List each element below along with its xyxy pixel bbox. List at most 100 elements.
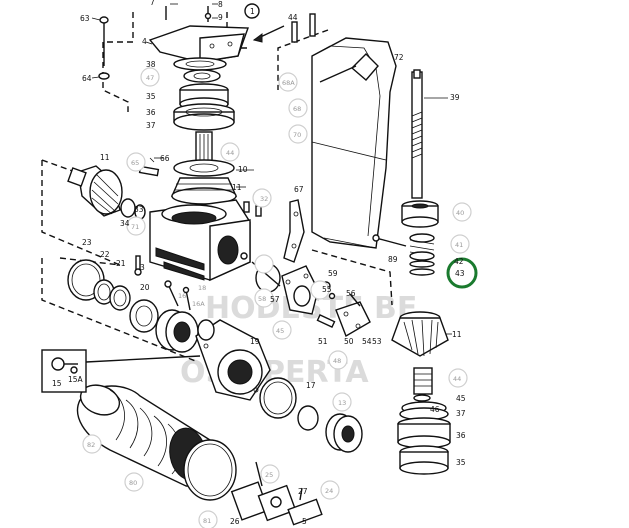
label-68: 68 bbox=[293, 105, 301, 113]
part-bearing-35-36-37 bbox=[173, 83, 235, 131]
label-9: 9 bbox=[218, 13, 223, 22]
part-gear-housing bbox=[149, 199, 251, 282]
part-bevel-gear-left bbox=[67, 157, 164, 220]
label-40: 40 bbox=[456, 209, 464, 217]
label-71: 71 bbox=[131, 223, 139, 231]
part-bell-housing-19 bbox=[195, 319, 271, 401]
label-37-b: 37 bbox=[456, 409, 466, 418]
part-clamp-80 bbox=[183, 439, 237, 501]
part-bearing-17-13 bbox=[297, 405, 363, 453]
label-10: 10 bbox=[238, 165, 248, 174]
label-44-mid: 44 bbox=[226, 149, 234, 157]
label-25: 25 bbox=[265, 471, 273, 479]
label-80: 80 bbox=[129, 479, 137, 487]
label-41: 41 bbox=[455, 241, 463, 249]
label-3: 3 bbox=[140, 263, 145, 272]
part-screws-32-3 bbox=[134, 201, 262, 276]
label-13: 13 bbox=[338, 399, 346, 407]
part-cover-4 bbox=[145, 25, 249, 63]
label-47: 47 bbox=[146, 74, 154, 82]
label-39: 39 bbox=[450, 93, 460, 102]
part-vertical-shaft-39 bbox=[411, 69, 448, 199]
part-rings-19b bbox=[259, 377, 297, 419]
label-33: 33 bbox=[134, 205, 144, 214]
part-washers-38-47 bbox=[173, 57, 227, 83]
part-ring-21 bbox=[109, 285, 131, 311]
label-48: 48 bbox=[333, 357, 341, 365]
part-labels: 63 7 8 9 1 4 44 38 64 47 35 36 37 44 10 … bbox=[52, 0, 466, 526]
label-8: 8 bbox=[218, 0, 223, 9]
part-15-inset bbox=[41, 349, 201, 393]
highlight-circle-43[interactable] bbox=[446, 257, 478, 289]
label-64: 64 bbox=[82, 74, 92, 83]
label-20: 20 bbox=[140, 283, 150, 292]
label-43: 43 bbox=[455, 269, 465, 278]
part-bolts-7-8-9 bbox=[165, 3, 218, 22]
part-u-joint bbox=[230, 461, 323, 526]
label-11-a: 11 bbox=[232, 183, 242, 192]
label-68A: 68A bbox=[282, 79, 295, 87]
label-46: 46 bbox=[430, 405, 440, 414]
label-26: 26 bbox=[230, 517, 240, 526]
label-58: 58 bbox=[258, 295, 266, 303]
part-pinion-shaft-assembly bbox=[170, 131, 254, 205]
label-65: 65 bbox=[131, 159, 139, 167]
label-4: 4 bbox=[142, 37, 147, 46]
label-15A: 15A bbox=[68, 375, 84, 384]
label-27: 27 bbox=[298, 487, 308, 496]
label-11-b: 11 bbox=[100, 153, 110, 162]
label-21: 21 bbox=[116, 259, 126, 268]
label-44-top: 44 bbox=[288, 13, 298, 22]
part-bevel-gear-right bbox=[391, 311, 452, 357]
label-16: 16 bbox=[178, 292, 186, 300]
label-38: 38 bbox=[146, 60, 156, 69]
part-spring-41 bbox=[409, 233, 435, 261]
label-42: 42 bbox=[454, 257, 464, 266]
part-plate-48 bbox=[316, 293, 371, 338]
label-17: 17 bbox=[306, 381, 316, 390]
label-55: 55 bbox=[322, 285, 332, 294]
label-51: 51 bbox=[318, 337, 328, 346]
label-36: 36 bbox=[146, 108, 156, 117]
label-16A: 16A bbox=[192, 300, 205, 308]
label-82: 82 bbox=[87, 441, 95, 449]
label-70: 70 bbox=[293, 131, 301, 139]
label-5: 5 bbox=[302, 517, 307, 526]
part-pins-16-18 bbox=[164, 280, 191, 311]
label-7: 7 bbox=[150, 0, 155, 7]
label-59: 59 bbox=[328, 269, 338, 278]
label-23: 23 bbox=[82, 238, 92, 247]
label-81: 81 bbox=[203, 517, 211, 525]
label-24: 24 bbox=[325, 487, 333, 495]
callout-1 bbox=[244, 3, 285, 43]
part-rings-42-43 bbox=[409, 260, 435, 276]
part-bearing-40 bbox=[401, 200, 439, 228]
label-53: 53 bbox=[372, 337, 382, 346]
label-1: 1 bbox=[250, 7, 255, 16]
label-45-b: 45 bbox=[456, 394, 466, 403]
label-54: 54 bbox=[362, 337, 372, 346]
label-89: 89 bbox=[388, 255, 398, 264]
part-cover-70 bbox=[311, 37, 407, 249]
part-bearing-71 bbox=[155, 309, 199, 353]
part-bolt-63 bbox=[91, 16, 110, 80]
part-bracket-67 bbox=[283, 199, 305, 263]
label-15: 15 bbox=[52, 379, 62, 388]
part-pins-44-top bbox=[291, 13, 316, 43]
label-72: 72 bbox=[394, 53, 404, 62]
label-36-b: 36 bbox=[456, 431, 466, 440]
label-63: 63 bbox=[80, 14, 90, 23]
label-57: 57 bbox=[270, 295, 280, 304]
label-35-b: 35 bbox=[456, 458, 466, 467]
label-44-c: 44 bbox=[453, 375, 461, 383]
label-66: 66 bbox=[160, 154, 170, 163]
label-19: 19 bbox=[250, 337, 260, 346]
label-11-c: 11 bbox=[452, 330, 462, 339]
label-50: 50 bbox=[344, 337, 354, 346]
label-32: 32 bbox=[260, 195, 268, 203]
grey-label-markers bbox=[82, 67, 472, 528]
label-34: 34 bbox=[120, 219, 130, 228]
label-45: 45 bbox=[276, 327, 284, 335]
label-18: 18 bbox=[198, 284, 206, 292]
